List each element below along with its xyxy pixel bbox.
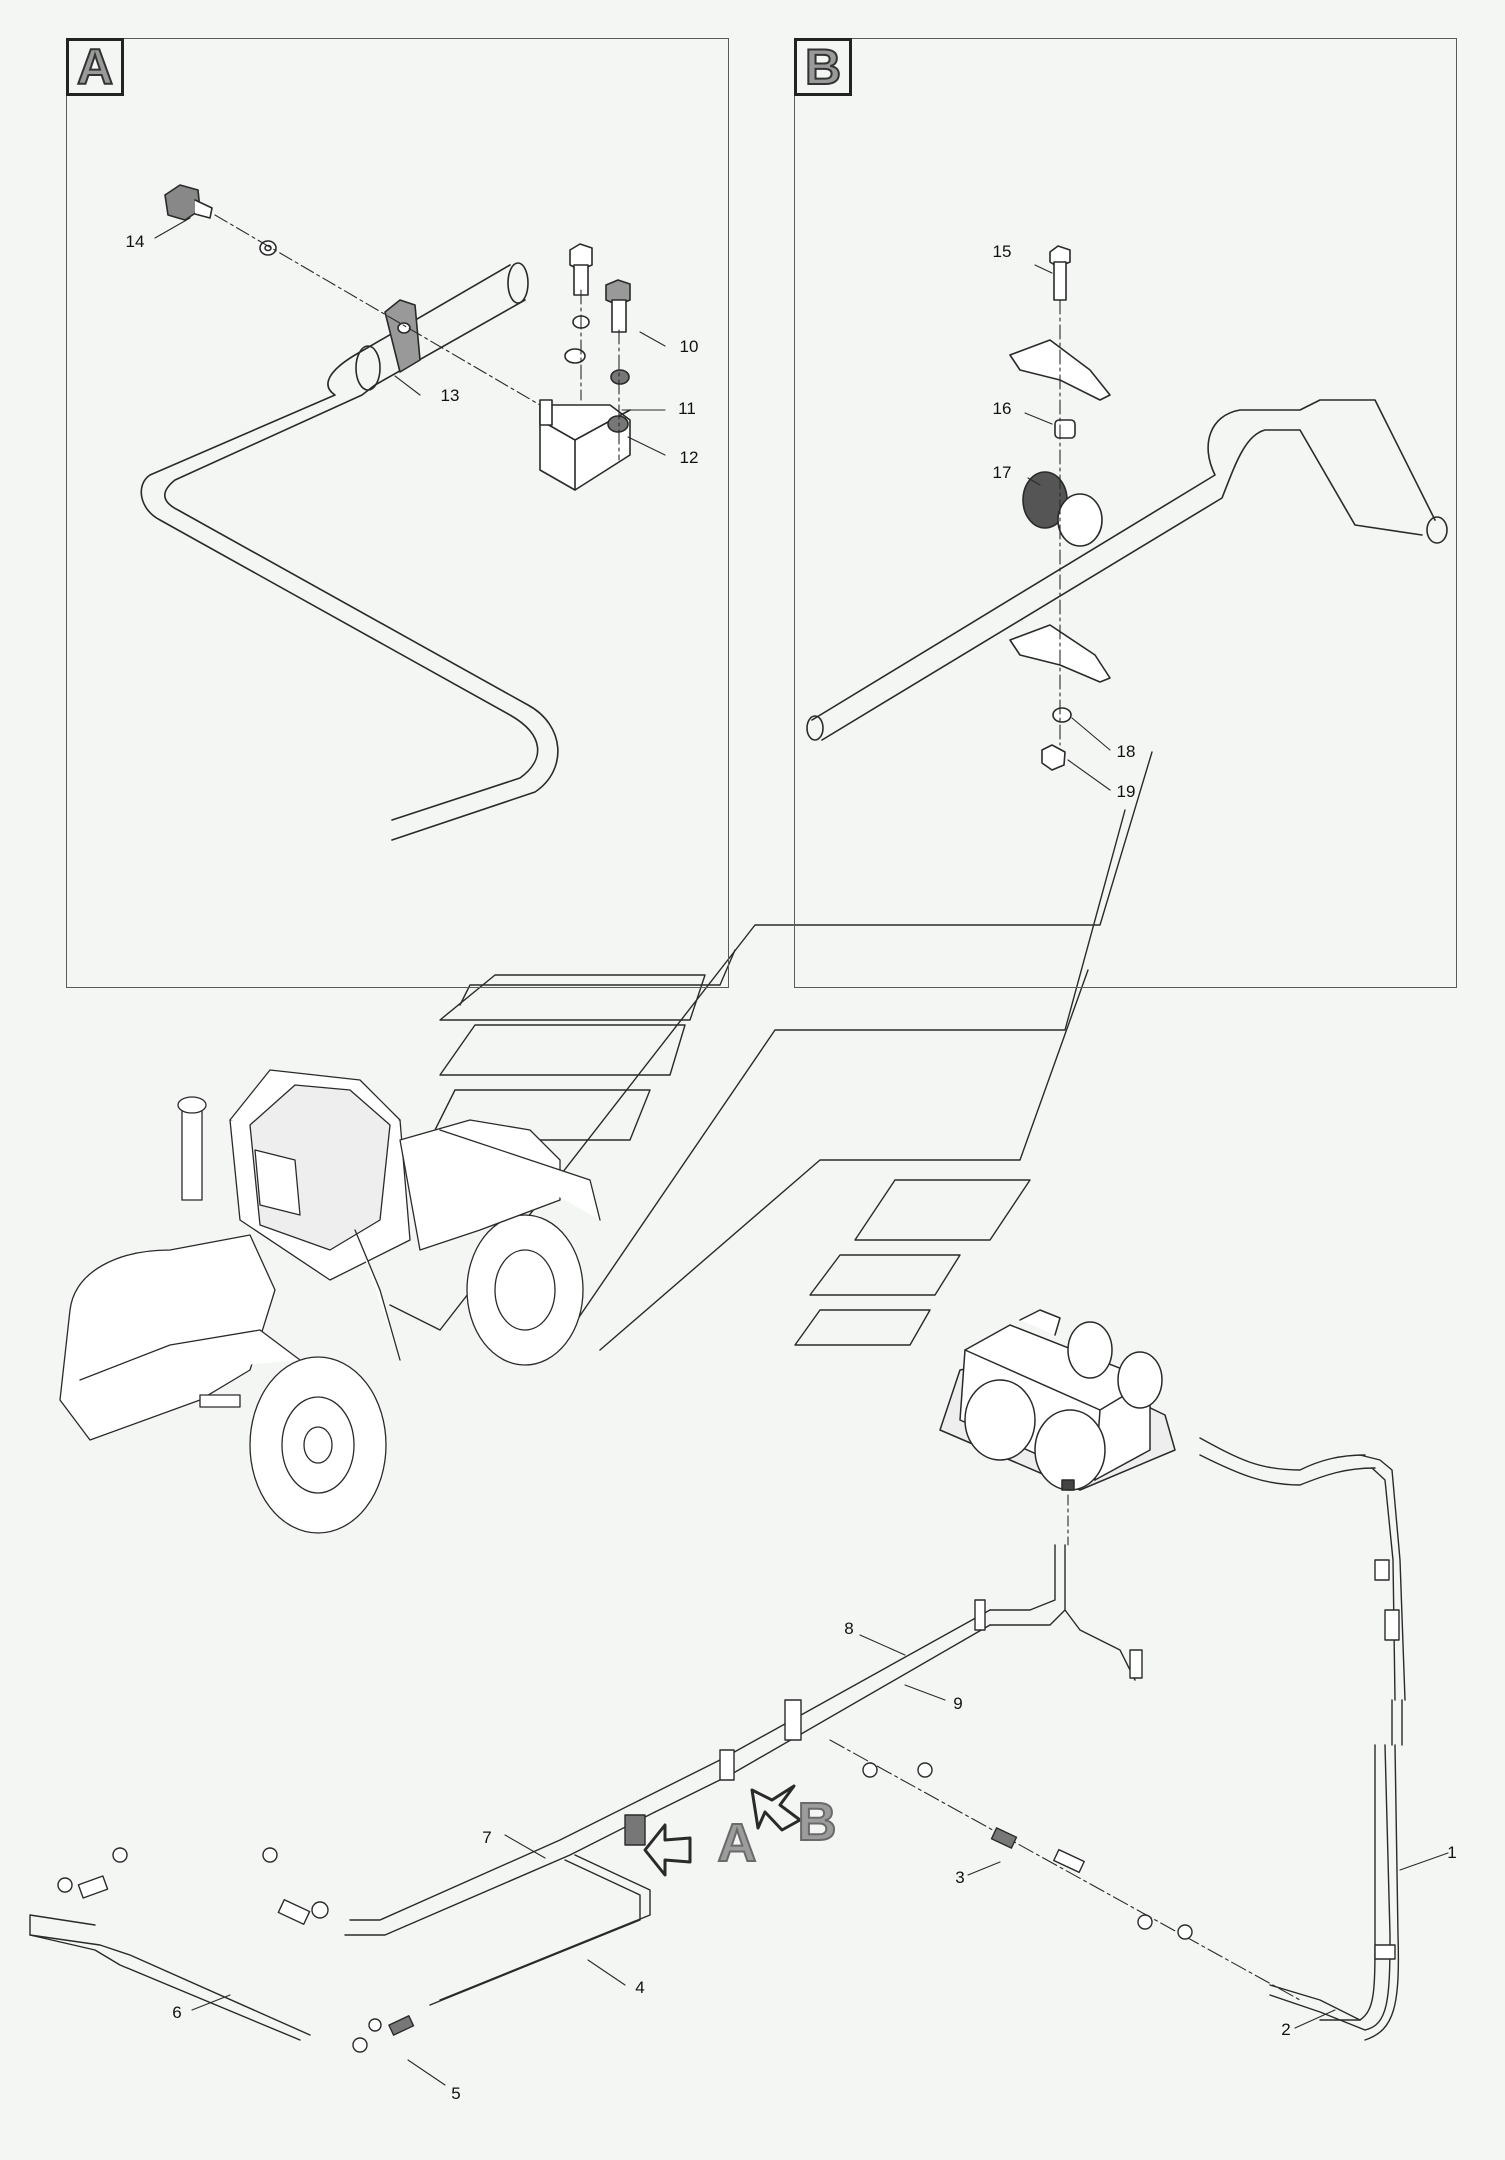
heater-unit <box>939 1309 1176 1491</box>
callout-8: 8 <box>844 1619 854 1638</box>
callout-12: 12 <box>679 448 699 467</box>
detail-view-b-frame: B <box>794 38 1457 988</box>
detail-a-pipe <box>140 262 559 841</box>
detail-a-bolts-10 <box>564 243 631 433</box>
callout-15: 15 <box>992 242 1012 261</box>
view-arrow-b <box>750 1784 802 1832</box>
detail-view-a-frame: A <box>66 38 729 988</box>
detail-view-a-badge: A <box>66 38 124 96</box>
view-marker-b: B <box>797 1792 838 1852</box>
callout-17: 17 <box>992 463 1012 482</box>
detail-view-b-label: B <box>804 39 842 95</box>
callout-7: 7 <box>482 1828 492 1847</box>
callout-3: 3 <box>955 1868 965 1887</box>
callout-5: 5 <box>451 2084 461 2103</box>
detail-b-pipe <box>806 399 1448 741</box>
wheel-loader-machine <box>59 1069 601 1534</box>
callout-6: 6 <box>172 2003 182 2022</box>
detail-a-bracket <box>539 399 631 491</box>
view-arrow-a <box>643 1823 692 1877</box>
callout-4: 4 <box>635 1978 645 1997</box>
hose-network <box>29 1437 1406 2053</box>
callout-10: 10 <box>679 337 699 356</box>
detail-view-b-badge: B <box>794 38 852 96</box>
callout-14: 14 <box>125 232 145 251</box>
callout-13: 13 <box>440 386 460 405</box>
callout-2: 2 <box>1281 2020 1291 2039</box>
callout-11: 11 <box>678 399 696 418</box>
detail-a-bolt-14 <box>164 184 277 256</box>
callout-19: 19 <box>1116 782 1136 801</box>
view-leaders <box>389 751 1153 1351</box>
callout-9: 9 <box>953 1694 963 1713</box>
callout-18: 18 <box>1116 742 1136 761</box>
callout-1: 1 <box>1447 1843 1457 1862</box>
detail-a-clamp <box>355 299 421 391</box>
callout-16: 16 <box>992 399 1012 418</box>
view-marker-a: A <box>717 1813 758 1873</box>
detail-view-a-label: A <box>76 39 114 95</box>
